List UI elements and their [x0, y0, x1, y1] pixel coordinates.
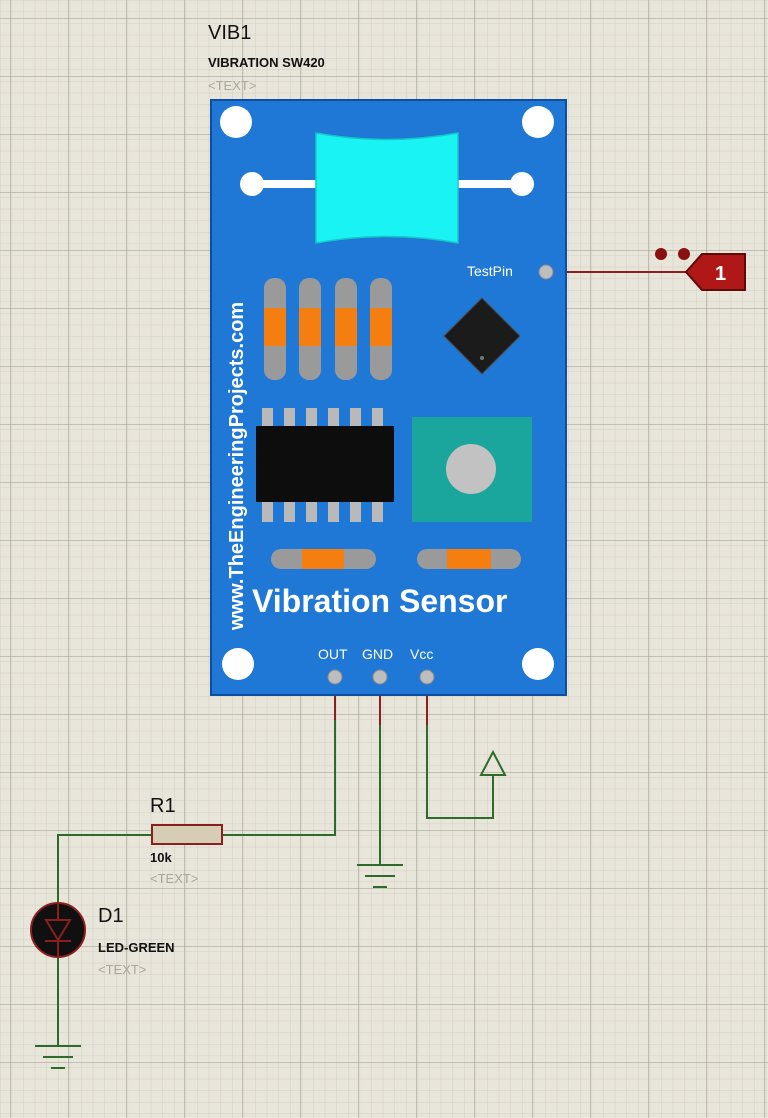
- led-part-label[interactable]: LED-GREEN: [98, 940, 175, 955]
- pin-label-gnd: GND: [362, 646, 393, 662]
- led-d1[interactable]: [30, 902, 86, 958]
- mounting-hole-icon: [220, 106, 252, 138]
- mounting-hole-icon: [522, 648, 554, 680]
- resistor-text-placeholder[interactable]: <TEXT>: [150, 871, 199, 886]
- led-ref-label[interactable]: D1: [98, 905, 124, 927]
- vibration-sensor-module[interactable]: www.TheEngineeringProjects.com Vibration…: [210, 99, 567, 696]
- power-arrow-icon[interactable]: [479, 749, 507, 776]
- wire-vcc[interactable]: [426, 677, 494, 819]
- terminal-dot: [678, 248, 690, 260]
- board-side-text: www.TheEngineeringProjects.com: [226, 302, 248, 631]
- board-title: Vibration Sensor: [252, 583, 507, 619]
- smd-resistors-vertical: [264, 278, 392, 380]
- ground-symbol-icon[interactable]: [35, 1045, 81, 1069]
- mounting-hole-icon: [522, 106, 554, 138]
- resistor-r1[interactable]: [150, 824, 224, 845]
- pin-label-out: OUT: [318, 646, 348, 662]
- terminal-dot: [655, 248, 667, 260]
- dip-ic: [256, 408, 394, 522]
- module-part-label[interactable]: VIBRATION SW420: [208, 55, 325, 70]
- smd-chip: [443, 297, 521, 375]
- pin-label-vcc: Vcc: [410, 646, 433, 662]
- pin-gnd[interactable]: [372, 669, 388, 685]
- pin-out[interactable]: [327, 669, 343, 685]
- wire-resistor-led[interactable]: [57, 834, 150, 905]
- terminal-label: 1: [715, 263, 726, 285]
- wire-out-resistor[interactable]: [224, 677, 336, 836]
- pin-vcc[interactable]: [419, 669, 435, 685]
- vibration-switch: [240, 132, 534, 244]
- testpin-label: TestPin: [467, 263, 513, 279]
- resistor-value-label[interactable]: 10k: [150, 850, 172, 865]
- pin-testpin[interactable]: [538, 264, 554, 280]
- module-ref-label[interactable]: VIB1: [208, 22, 252, 44]
- ground-symbol-icon[interactable]: [357, 864, 403, 888]
- logic-terminal-icon[interactable]: [655, 248, 746, 291]
- resistor-ref-label[interactable]: R1: [150, 795, 176, 817]
- led-text-placeholder[interactable]: <TEXT>: [98, 962, 147, 977]
- module-text-placeholder[interactable]: <TEXT>: [208, 78, 257, 93]
- potentiometer: [412, 417, 532, 522]
- resistor-body: [151, 824, 223, 845]
- mounting-hole-icon: [222, 648, 254, 680]
- smd-resistors-horizontal: [271, 549, 521, 569]
